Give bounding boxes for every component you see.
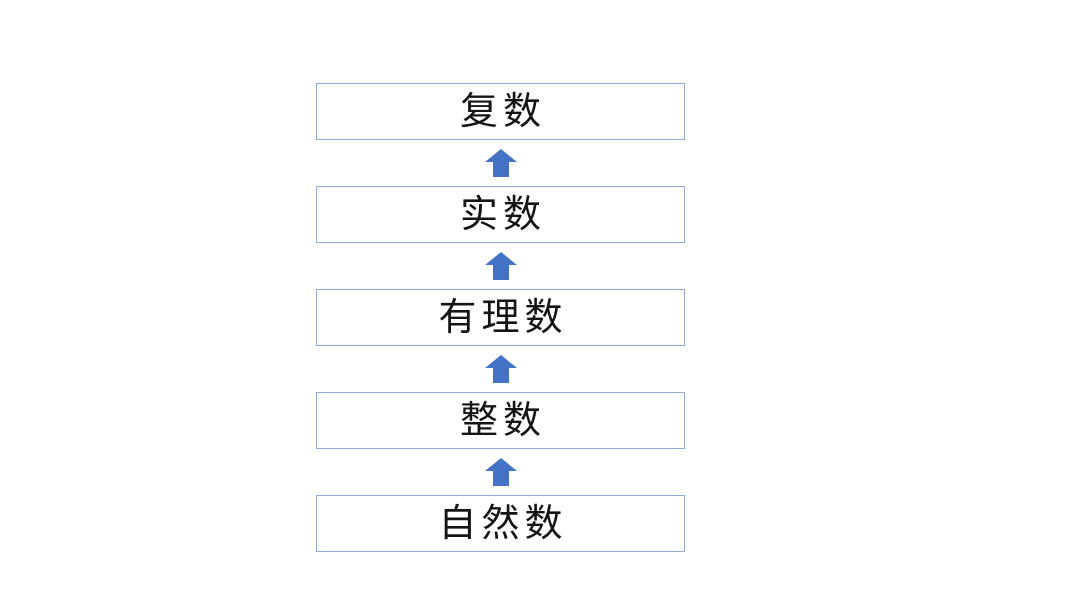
box-rational-numbers: 有理数 <box>316 289 685 346</box>
up-arrow-shape <box>484 149 517 177</box>
up-arrow-shape <box>484 458 517 486</box>
up-arrow-icon <box>484 252 517 280</box>
up-arrow-icon <box>484 355 517 383</box>
up-arrow-shape <box>484 252 517 280</box>
label-integers: 整数 <box>459 399 546 442</box>
label-complex-numbers: 复数 <box>459 90 546 133</box>
box-integers: 整数 <box>316 392 685 449</box>
label-real-numbers: 实数 <box>459 193 546 236</box>
box-real-numbers: 实数 <box>316 186 685 243</box>
box-complex-numbers: 复数 <box>316 83 685 140</box>
box-natural-numbers: 自然数 <box>316 495 685 552</box>
up-arrow-icon <box>484 458 517 486</box>
number-hierarchy-diagram: 复数 实数 有理数 整数 <box>316 83 685 552</box>
label-natural-numbers: 自然数 <box>438 502 568 545</box>
up-arrow-icon <box>484 149 517 177</box>
label-rational-numbers: 有理数 <box>438 296 568 339</box>
up-arrow-shape <box>484 355 517 383</box>
